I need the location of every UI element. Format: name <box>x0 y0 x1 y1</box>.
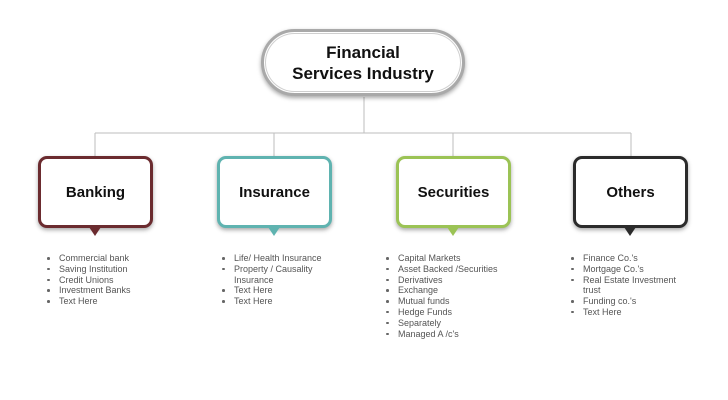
others-item-list: Finance Co.'s Mortgage Co.'s Real Estate… <box>569 253 689 318</box>
others-pointer <box>624 227 636 236</box>
list-item: Mortgage Co.'s <box>569 264 689 275</box>
list-item: Saving Institution <box>45 264 163 275</box>
list-item: Text Here <box>569 307 689 318</box>
root-title-line-1: Financial <box>326 42 400 62</box>
list-item: Life/ Health Insurance <box>220 253 338 264</box>
root-title-line-2: Services Industry <box>292 63 434 83</box>
banking-box: Banking <box>38 156 153 228</box>
list-item: Capital Markets <box>384 253 509 264</box>
list-item: Commercial bank <box>45 253 163 264</box>
banking-title: Banking <box>65 183 126 201</box>
list-item: Derivatives <box>384 275 509 286</box>
insurance-title: Insurance <box>239 183 310 201</box>
list-item: Managed A /c's <box>384 329 509 340</box>
banking-item-list: Commercial bank Saving Institution Credi… <box>45 253 163 307</box>
list-item: Separately <box>384 318 509 329</box>
list-item: Property / Causality Insurance <box>220 264 338 286</box>
list-item: Mutual funds <box>384 296 509 307</box>
others-box: Others <box>573 156 688 228</box>
securities-item-list: Capital Markets Asset Backed /Securities… <box>384 253 509 339</box>
securities-box: Securities <box>396 156 511 228</box>
insurance-pointer <box>268 227 280 236</box>
list-item: Exchange <box>384 285 509 296</box>
list-item: Credit Unions <box>45 275 163 286</box>
list-item: Asset Backed /Securities <box>384 264 509 275</box>
list-item: Hedge Funds <box>384 307 509 318</box>
insurance-box: Insurance <box>217 156 332 228</box>
list-item: Text Here <box>220 296 338 307</box>
insurance-item-list: Life/ Health Insurance Property / Causal… <box>220 253 338 307</box>
root-node: Financial Services Industry <box>261 29 465 96</box>
list-item: Funding co.'s <box>569 296 689 307</box>
list-item: Investment Banks <box>45 285 163 296</box>
banking-pointer <box>89 227 101 236</box>
list-item: Finance Co.'s <box>569 253 689 264</box>
root-title: Financial Services Industry <box>292 42 434 84</box>
securities-title: Securities <box>417 183 490 201</box>
securities-pointer <box>447 227 459 236</box>
list-item: Text Here <box>45 296 163 307</box>
list-item: Text Here <box>220 285 338 296</box>
list-item: Real Estate Investment trust <box>569 275 689 297</box>
others-title: Others <box>606 183 655 201</box>
